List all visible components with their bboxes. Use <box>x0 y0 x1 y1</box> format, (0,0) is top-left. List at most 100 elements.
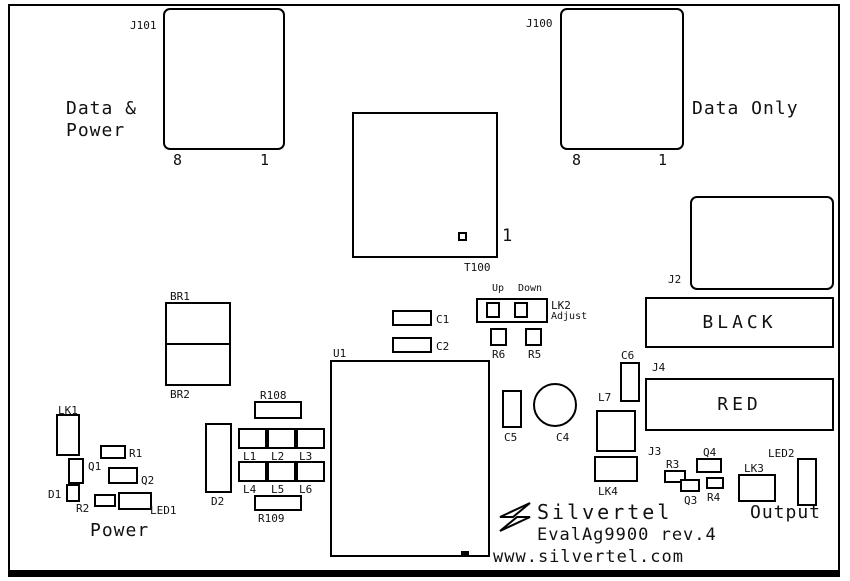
cap-c4-outline <box>533 383 577 427</box>
power-label: Power <box>90 520 150 541</box>
lk2-up-label: Up <box>492 283 505 294</box>
ref-d2: D2 <box>211 495 225 508</box>
j100-pin1-label: 1 <box>658 151 668 169</box>
ref-c4: C4 <box>556 431 570 444</box>
ref-l3: L3 <box>299 450 313 463</box>
inductor-l1-outline <box>238 428 267 449</box>
led1-outline <box>118 492 152 510</box>
ref-c6: C6 <box>621 349 635 362</box>
lk2-adjust-label: Adjust <box>551 311 588 322</box>
ref-lk1: LK1 <box>58 404 78 417</box>
black-wire-label: BLACK <box>702 312 777 333</box>
black-wire-block: BLACK <box>645 297 834 348</box>
ref-q2: Q2 <box>141 474 155 487</box>
res-r4-outline <box>706 477 724 489</box>
res-r5-outline <box>525 328 542 346</box>
transistor-q1-outline <box>68 458 84 484</box>
website-url: www.silvertel.com <box>493 547 684 567</box>
ref-l7: L7 <box>598 391 612 404</box>
transformer-t100-outline <box>352 112 498 258</box>
inductor-l3-outline <box>296 428 325 449</box>
ref-l5: L5 <box>271 483 285 496</box>
ref-j101: J101 <box>130 19 157 32</box>
cap-c2-outline <box>392 337 432 353</box>
ref-br1: BR1 <box>170 290 190 303</box>
transistor-q3-outline <box>680 479 700 492</box>
inductor-l2-outline <box>267 428 296 449</box>
res-r109-outline <box>254 495 302 511</box>
ref-j3: J3 <box>648 445 662 458</box>
ref-d1: D1 <box>48 488 62 501</box>
ref-q4: Q4 <box>703 446 717 459</box>
data-power-label-line2: Power <box>66 120 126 141</box>
ref-c1: C1 <box>436 313 450 326</box>
ref-r6: R6 <box>492 348 506 361</box>
ref-r2: R2 <box>76 502 90 515</box>
silvertel-logo-icon <box>498 500 532 538</box>
red-wire-label: RED <box>717 394 762 415</box>
lk2-pin-square-down <box>514 302 528 318</box>
board-title: EvalAg9900 rev.4 <box>537 525 717 545</box>
ref-c5: C5 <box>504 431 518 444</box>
inductor-l7-outline <box>596 410 636 452</box>
ref-r109: R109 <box>258 512 285 525</box>
cap-c1-outline <box>392 310 432 326</box>
ref-j100: J100 <box>526 17 553 30</box>
ref-led2: LED2 <box>768 447 795 460</box>
red-wire-block: RED <box>645 378 834 431</box>
cap-c5-outline <box>502 390 522 428</box>
module-u1-outline <box>330 360 490 557</box>
t100-pin1-square <box>458 232 467 241</box>
bridge-br1-outline <box>165 302 231 345</box>
ref-j2: J2 <box>668 273 682 286</box>
data-power-label-line1: Data & <box>66 98 138 119</box>
output-label: Output <box>750 502 822 523</box>
jumper-lk4-outline <box>594 456 638 482</box>
ref-q3: Q3 <box>684 494 698 507</box>
diode-d1-outline <box>66 484 80 502</box>
ref-j4: J4 <box>652 361 666 374</box>
ref-r5: R5 <box>528 348 542 361</box>
ref-br2: BR2 <box>170 388 190 401</box>
j100-pin8-label: 8 <box>572 151 582 169</box>
ref-q1: Q1 <box>88 460 102 473</box>
res-r1-outline <box>100 445 126 459</box>
ref-l2: L2 <box>271 450 285 463</box>
connector-j100-outline <box>560 8 684 150</box>
connector-j101-outline <box>163 8 285 150</box>
ref-r108: R108 <box>260 389 287 402</box>
t100-pin1-label: 1 <box>502 226 513 246</box>
jumper-lk1-outline <box>56 414 80 456</box>
res-r6-outline <box>490 328 507 346</box>
lk2-down-label: Down <box>518 283 543 294</box>
j101-pin1-label: 1 <box>260 151 270 169</box>
connector-j2-outline <box>690 196 834 290</box>
ref-r4: R4 <box>707 491 721 504</box>
bridge-br2-outline <box>165 343 231 386</box>
ref-l1: L1 <box>243 450 257 463</box>
inductor-l5-outline <box>267 461 296 482</box>
lk2-pin-square-up <box>486 302 500 318</box>
brand-name: Silvertel <box>537 500 673 524</box>
ref-l6: L6 <box>299 483 313 496</box>
res-r108-outline <box>254 401 302 419</box>
ref-l4: L4 <box>243 483 257 496</box>
ref-t100: T100 <box>464 261 491 274</box>
transistor-q4-outline <box>696 458 722 473</box>
ref-lk3: LK3 <box>744 462 764 475</box>
board-outline-bottom-edge <box>8 570 840 577</box>
led2-outline <box>797 458 817 506</box>
j101-pin8-label: 8 <box>173 151 183 169</box>
ref-lk4: LK4 <box>598 485 618 498</box>
res-r2-outline <box>94 494 116 507</box>
ref-lk2: LK2 <box>551 299 571 312</box>
u1-pin-mark <box>461 551 469 555</box>
inductor-l6-outline <box>296 461 325 482</box>
diode-d2-outline <box>205 423 232 493</box>
ref-led1: LED1 <box>150 504 177 517</box>
ref-r1: R1 <box>129 447 143 460</box>
inductor-l4-outline <box>238 461 267 482</box>
jumper-lk3-outline <box>738 474 776 502</box>
transistor-q2-outline <box>108 467 138 484</box>
